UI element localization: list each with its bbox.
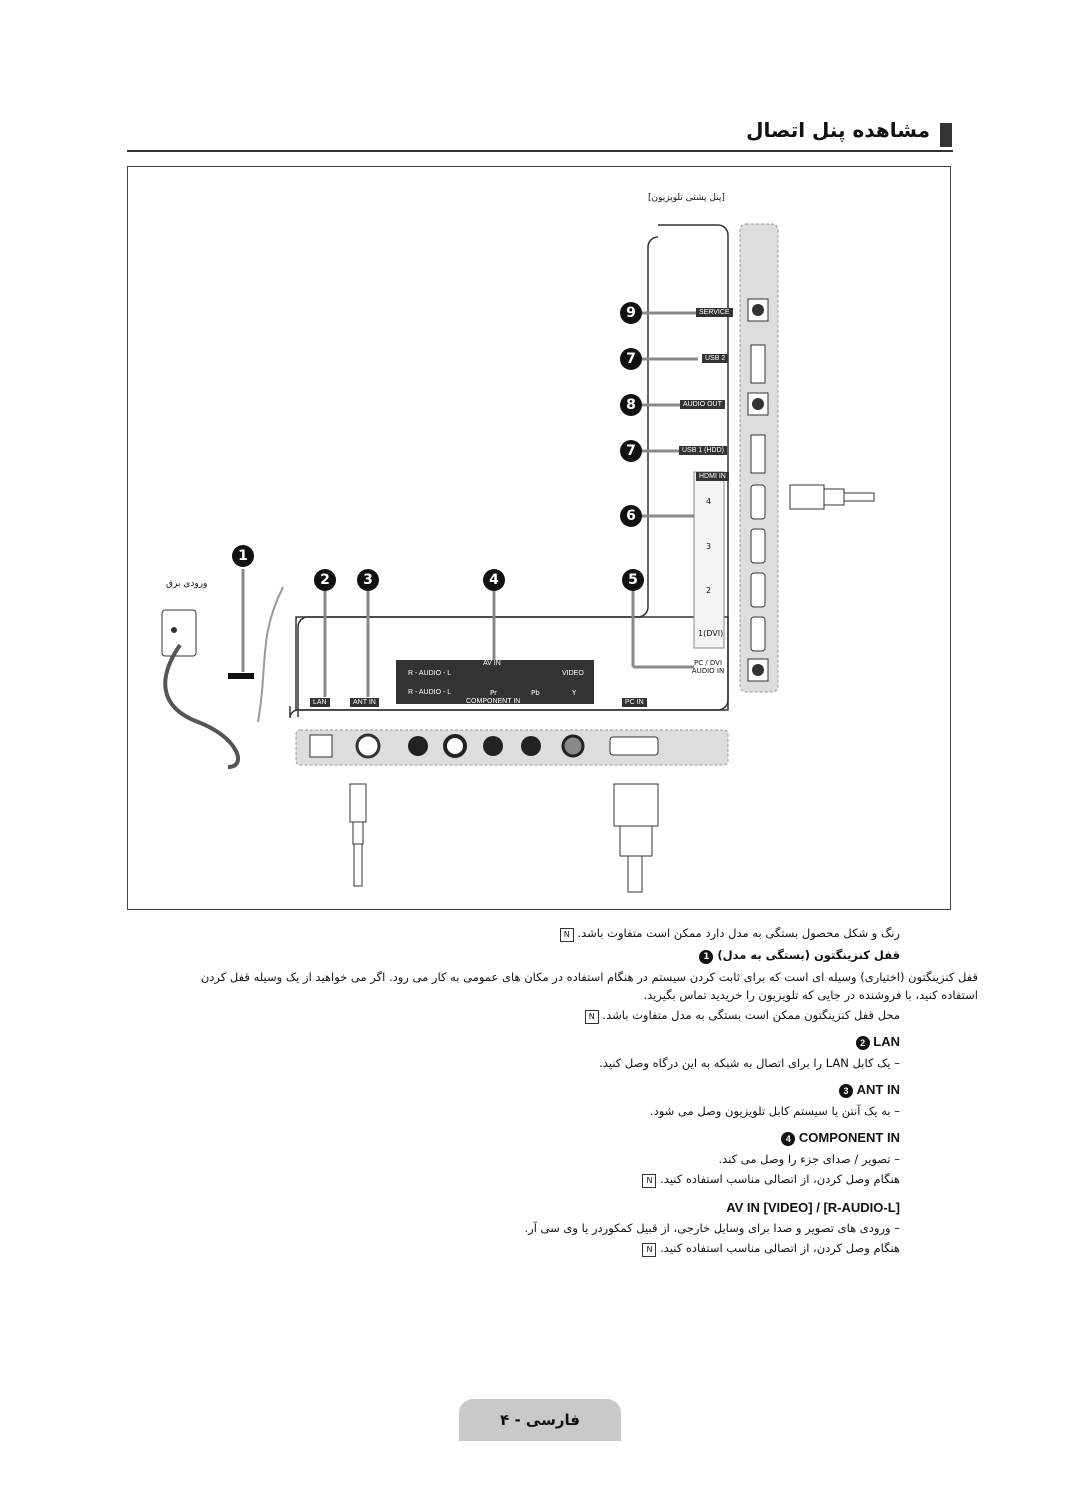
callout-6: 6 bbox=[620, 505, 642, 527]
title-marker bbox=[940, 123, 952, 147]
video-label: VIDEO bbox=[562, 670, 584, 677]
pc-in-port-tag: PC IN bbox=[622, 698, 647, 707]
note-kensington-location: محل قفل کنزینگتون ممکن است بستگی به مدل … bbox=[180, 1008, 900, 1024]
hdmi-port-2: 2 bbox=[706, 586, 712, 595]
heading-ant-in-text: ANT IN bbox=[856, 1082, 900, 1097]
title-rule bbox=[127, 150, 953, 152]
kensington-paragraph: قفل کنزینگتون (اختیاری) وسیله ای است که … bbox=[200, 970, 978, 1002]
callout-8: 8 bbox=[620, 394, 642, 416]
bottom-panel bbox=[295, 616, 729, 711]
note-text: محل قفل کنزینگتون ممکن است بستگی به مدل … bbox=[602, 1008, 900, 1022]
heading-kensington: قفل کنزینگتون (بستگی به مدل) 1 bbox=[180, 948, 900, 964]
component-y-label: Y bbox=[572, 689, 577, 697]
page-number-tab: فارسی - ۴ bbox=[459, 1399, 621, 1441]
av-in-description: – ورودی های تصویر و صدا برای وسایل خارجی… bbox=[524, 1221, 901, 1235]
callout-1: 1 bbox=[232, 545, 254, 567]
heading-lan-text: LAN bbox=[873, 1034, 900, 1049]
callout-2: 2 bbox=[314, 569, 336, 591]
note-icon: N bbox=[642, 1174, 657, 1188]
heading-ant-in: ANT IN 3 bbox=[180, 1082, 900, 1098]
component-in-label: COMPONENT IN bbox=[466, 698, 521, 705]
usb1-port-tag: USB 1 (HDD) bbox=[679, 446, 728, 455]
lan-description: – یک کابل LAN را برای اتصال به شبکه به ا… bbox=[599, 1056, 900, 1070]
callout-4: 4 bbox=[483, 569, 505, 591]
note-text: هنگام وصل کردن، از اتصالی مناسب استفاده … bbox=[660, 1172, 900, 1186]
note-component: هنگام وصل کردن، از اتصالی مناسب استفاده … bbox=[180, 1172, 900, 1188]
notes-section: رنگ و شکل محصول بستگی به مدل دارد ممکن ا… bbox=[180, 926, 978, 1257]
kensington-slot bbox=[228, 673, 254, 679]
hdmi-in-tag: HDMI IN bbox=[696, 472, 729, 481]
service-port-tag: SERVICE bbox=[696, 308, 733, 317]
heading-av-in: AV IN [VIDEO] / [R-AUDIO-L] bbox=[726, 1200, 900, 1215]
pc-dvi-audio-in-label: PC / DVI AUDIO IN bbox=[691, 659, 725, 675]
connection-figure: [پنل پشتی تلویزیون] bbox=[127, 166, 951, 910]
callout-7-usb1: 7 bbox=[620, 440, 642, 462]
power-socket bbox=[161, 609, 197, 657]
rear-panel-caption: [پنل پشتی تلویزیون] bbox=[648, 193, 725, 203]
number-3-icon: 3 bbox=[839, 1084, 854, 1098]
heading-kensington-text: قفل کنزینگتون (بستگی به مدل) bbox=[717, 948, 900, 962]
callout-9: 9 bbox=[620, 302, 642, 324]
callout-lines bbox=[241, 311, 698, 697]
number-2-icon: 2 bbox=[855, 1036, 870, 1050]
note-text: رنگ و شکل محصول بستگی به مدل دارد ممکن ا… bbox=[577, 926, 900, 940]
callout-5: 5 bbox=[622, 569, 644, 591]
vga-cable-illustration bbox=[613, 783, 659, 893]
heading-component-in: COMPONENT IN 4 bbox=[180, 1130, 900, 1146]
usb2-port-tag: USB 2 bbox=[702, 354, 729, 363]
component-description: – تصویر / صدای جزء را وصل می کند. bbox=[718, 1152, 900, 1166]
audio-out-port-tag: AUDIO OUT bbox=[680, 400, 725, 409]
antenna-cable-illustration bbox=[349, 783, 367, 887]
note-icon: N bbox=[642, 1243, 657, 1257]
lan-port-tag: LAN bbox=[310, 698, 330, 707]
callout-7-usb2: 7 bbox=[620, 348, 642, 370]
callout-3: 3 bbox=[357, 569, 379, 591]
note-av-in: هنگام وصل کردن، از اتصالی مناسب استفاده … bbox=[180, 1241, 900, 1257]
component-pb-label: Pb bbox=[531, 689, 540, 697]
hdmi-port-4: 4 bbox=[706, 497, 712, 506]
note-icon: N bbox=[559, 928, 574, 942]
hdmi-port-1dvi: 1(DVI) bbox=[698, 629, 724, 638]
note-color-shape: رنگ و شکل محصول بستگی به مدل دارد ممکن ا… bbox=[180, 926, 900, 942]
component-pr-label: Pr bbox=[490, 689, 497, 697]
av-component-block bbox=[396, 660, 594, 704]
heading-lan: LAN 2 bbox=[180, 1034, 900, 1050]
power-input-label: ورودی برق bbox=[166, 579, 208, 589]
hdmi-block bbox=[693, 471, 725, 649]
hdmi-port-3: 3 bbox=[706, 542, 712, 551]
panel-outline bbox=[289, 224, 729, 719]
number-1-icon: 1 bbox=[699, 950, 714, 964]
page-title: مشاهده پنل اتصال bbox=[746, 118, 930, 142]
number-4-icon: 4 bbox=[781, 1132, 796, 1146]
component-audio-label: R - AUDIO - L bbox=[408, 689, 452, 696]
ant-in-port-tag: ANT IN bbox=[350, 698, 379, 707]
heading-component-in-text: COMPONENT IN bbox=[798, 1130, 900, 1145]
note-text: هنگام وصل کردن، از اتصالی مناسب استفاده … bbox=[660, 1241, 900, 1255]
ant-in-description: – به یک آنتن یا سیستم کابل تلویزیون وصل … bbox=[649, 1104, 900, 1118]
tv-rear-panel-diagram bbox=[161, 223, 875, 893]
note-icon: N bbox=[584, 1010, 599, 1024]
av-in-label: AV IN bbox=[483, 660, 501, 667]
hdmi-cable-illustration bbox=[789, 484, 875, 510]
bottom-ports bbox=[309, 733, 659, 759]
side-ports bbox=[747, 298, 769, 682]
av-audio-label: R - AUDIO - L bbox=[408, 670, 452, 677]
